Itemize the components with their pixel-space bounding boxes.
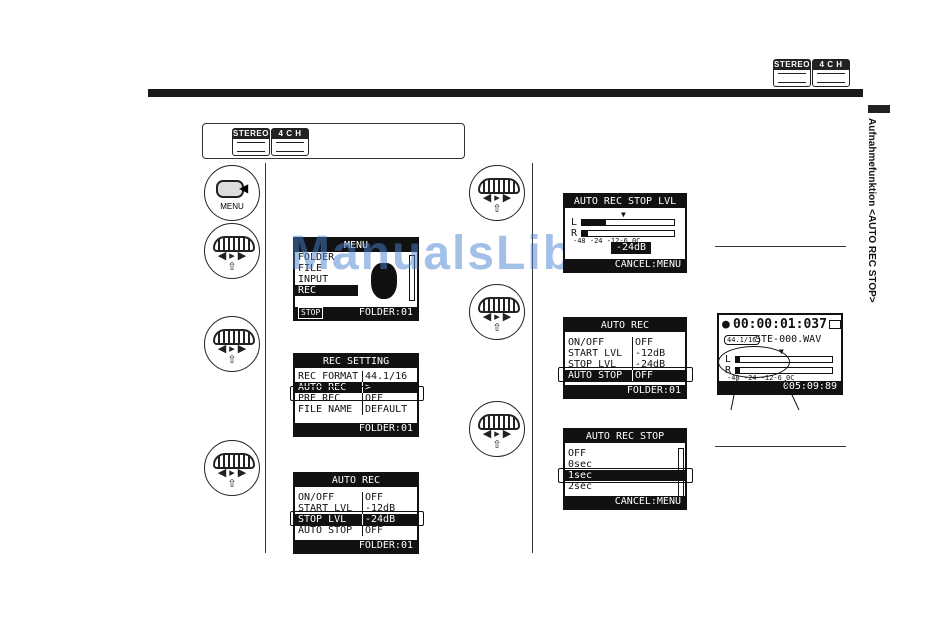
setting-row: STOP LVL-24dB	[565, 359, 685, 370]
selection-highlight	[290, 386, 424, 401]
channel-l-label: L	[571, 217, 578, 228]
setting-row-selected: STOP LVL-24dB	[295, 514, 417, 525]
list-item: 0sec	[568, 459, 593, 470]
mode-info-box: STEREO 4 C H	[202, 123, 465, 159]
rec-icon	[371, 263, 397, 299]
side-section-title: Aufnahmefunktion <AUTO REC STOP>	[866, 118, 877, 303]
selection-highlight	[290, 511, 424, 526]
menu-item: FILE	[298, 263, 323, 274]
format-badge: 44.1/16	[724, 335, 760, 345]
lcd-title: MENU	[295, 239, 417, 252]
divider-rule	[715, 246, 846, 247]
lcd-footer: FOLDER:01	[295, 423, 417, 435]
4ch-mode-badge: 4 C H	[812, 59, 850, 87]
stop-label: STOP	[298, 307, 324, 319]
battery-icon	[829, 320, 841, 329]
selection-highlight	[558, 367, 693, 382]
dial-wheel-icon: ◀ ▸ ▶⇧	[204, 440, 260, 496]
folder-label: FOLDER:01	[358, 307, 413, 318]
setting-row: START LVL-12dB	[295, 503, 417, 514]
stop-level-value: -24dB	[611, 242, 651, 254]
meter-l	[581, 219, 675, 226]
menu-button-label: MENU	[220, 202, 244, 211]
4ch-mode-badge-small: 4 C H	[271, 128, 309, 156]
list-item: OFF	[568, 448, 587, 459]
side-tab-marker	[868, 105, 890, 113]
lcd-menu-screen: MENU FOLDER FILE INPUT REC STOP FOLDER:01	[293, 237, 419, 321]
record-time: 00:00:01:037	[733, 317, 827, 332]
menu-item: INPUT	[298, 274, 329, 285]
lcd-title: REC SETTING	[295, 355, 417, 368]
selection-highlight	[558, 468, 693, 483]
meter-scale: -48 -24 -12-6 0C	[573, 237, 641, 245]
dial-wheel-icon: ◀ ▸ ▶⇧	[469, 401, 525, 457]
lcd-footer: STOP FOLDER:01	[295, 307, 417, 319]
menu-button-illustration: ◀ MENU	[204, 165, 260, 221]
lcd-stop-level-screen: AUTO REC STOP LVL ▼ L R -48 -24 -12-6 0C…	[563, 193, 687, 273]
stereo-mode-badge: STEREO	[773, 59, 811, 87]
scrollbar-icon	[409, 255, 415, 301]
remaining-time: 005:09:89	[719, 381, 841, 393]
lcd-footer: CANCEL:MENU	[565, 496, 685, 508]
callout-lines	[730, 379, 800, 411]
lcd-footer: FOLDER:01	[565, 385, 685, 397]
setting-row-selected: AUTO REC>	[295, 382, 417, 393]
lcd-title: AUTO REC STOP	[565, 430, 685, 443]
callout-ellipse	[718, 346, 790, 378]
column-divider-1	[265, 163, 266, 553]
channel-r-label: R	[571, 228, 578, 239]
lcd-title: AUTO REC	[295, 474, 417, 487]
lcd-title: AUTO REC STOP LVL	[565, 195, 685, 208]
header-bar	[148, 89, 863, 97]
list-item-selected: 1sec	[565, 470, 685, 481]
record-dot-icon: ●	[722, 317, 730, 332]
level-marker-icon: ▼	[621, 210, 626, 219]
lcd-footer: CANCEL:MENU	[565, 259, 685, 271]
stereo-mode-badge-small: STEREO	[232, 128, 270, 156]
dial-wheel-icon: ◀ ▸ ▶⇧	[469, 165, 525, 221]
menu-item: FOLDER	[298, 252, 335, 263]
list-item: 2sec	[568, 481, 593, 492]
dial-wheel-icon: ◀ ▸ ▶⇧	[204, 223, 260, 279]
press-arrow-icon: ◀	[239, 181, 249, 195]
column-divider-2	[532, 163, 533, 553]
meter-scale: -48 -24 -12-6 0C	[727, 374, 795, 382]
menu-item-selected: REC	[295, 285, 358, 296]
divider-rule	[715, 446, 846, 447]
setting-row: START LVL-12dB	[565, 348, 685, 359]
lcd-title: AUTO REC	[565, 319, 685, 332]
lcd-footer: FOLDER:01	[295, 540, 417, 552]
dial-wheel-icon: ◀ ▸ ▶⇧	[204, 316, 260, 372]
dial-wheel-icon: ◀ ▸ ▶⇧	[469, 284, 525, 340]
lcd-auto-stop-screen: AUTO REC STOP OFF 0sec 1sec 2sec CANCEL:…	[563, 428, 687, 510]
meter-r	[581, 230, 675, 237]
file-name: STE-000.WAV	[755, 334, 822, 345]
